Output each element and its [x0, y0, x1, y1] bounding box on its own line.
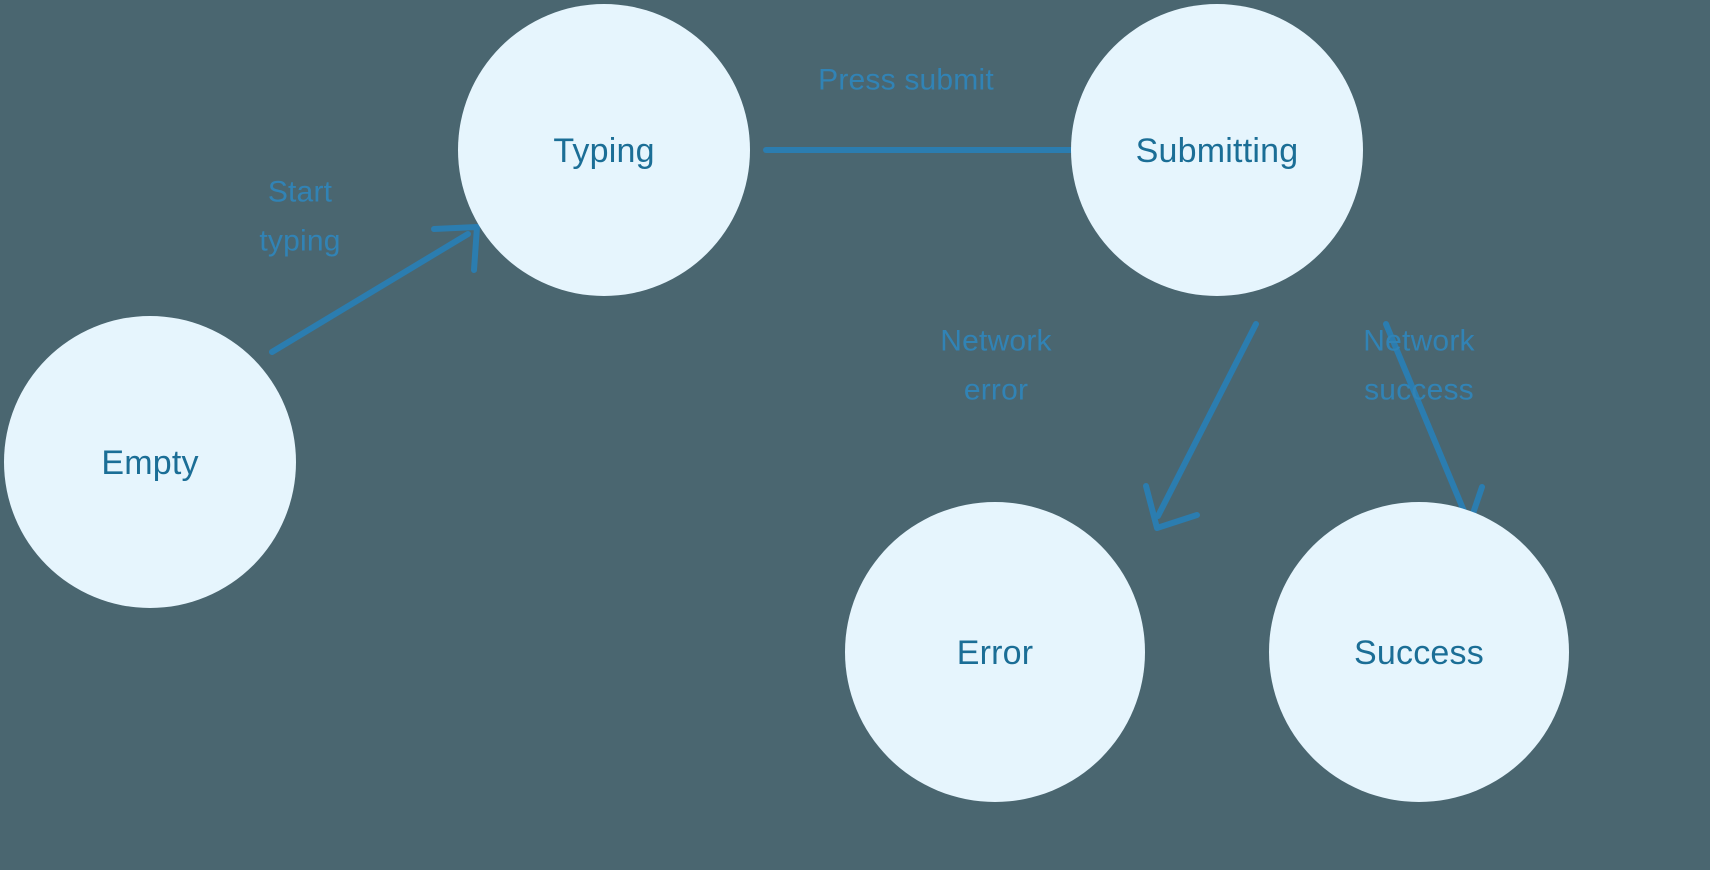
edge-submitting-to-error: [1143, 321, 1259, 531]
edge-label-network-error: Network error: [940, 325, 1052, 407]
edge-label-line-2: typing: [259, 225, 340, 258]
edge-line: [1155, 321, 1259, 519]
node-label-error: Error: [957, 634, 1034, 672]
edge-label-line-1: Network: [940, 325, 1052, 358]
node-label-submitting: Submitting: [1136, 132, 1299, 170]
edge-label-line-1: Network: [1363, 325, 1475, 358]
edge-label-line-2: success: [1364, 374, 1474, 407]
edge-label-line-1: Press submit: [818, 64, 994, 97]
edge-empty-to-typing: [269, 224, 480, 355]
node-circle[interactable]: [458, 4, 750, 296]
node-label-success: Success: [1354, 634, 1484, 672]
node-success[interactable]: Success: [1269, 502, 1569, 802]
node-circle[interactable]: [1071, 4, 1363, 296]
edge-label-press-submit: Press submit: [818, 64, 994, 97]
arrowhead-icon: [1143, 483, 1200, 531]
node-empty[interactable]: Empty: [4, 316, 296, 608]
node-typing[interactable]: Typing: [458, 4, 750, 296]
node-circle[interactable]: [4, 316, 296, 608]
node-submitting[interactable]: Submitting: [1071, 4, 1363, 296]
node-label-typing: Typing: [553, 132, 654, 170]
edge-label-line-1: Start: [268, 176, 333, 209]
arrowhead-icon: [431, 224, 480, 273]
edge-line: [269, 231, 471, 355]
node-circle[interactable]: [1269, 502, 1569, 802]
node-error[interactable]: Error: [845, 502, 1145, 802]
node-label-empty: Empty: [101, 444, 198, 482]
node-circle[interactable]: [845, 502, 1145, 802]
edge-label-start-typing: Start typing: [259, 176, 340, 258]
edge-line: [1383, 321, 1469, 519]
edge-label-line-2: error: [964, 374, 1028, 407]
edge-label-network-success: Network success: [1363, 325, 1475, 407]
